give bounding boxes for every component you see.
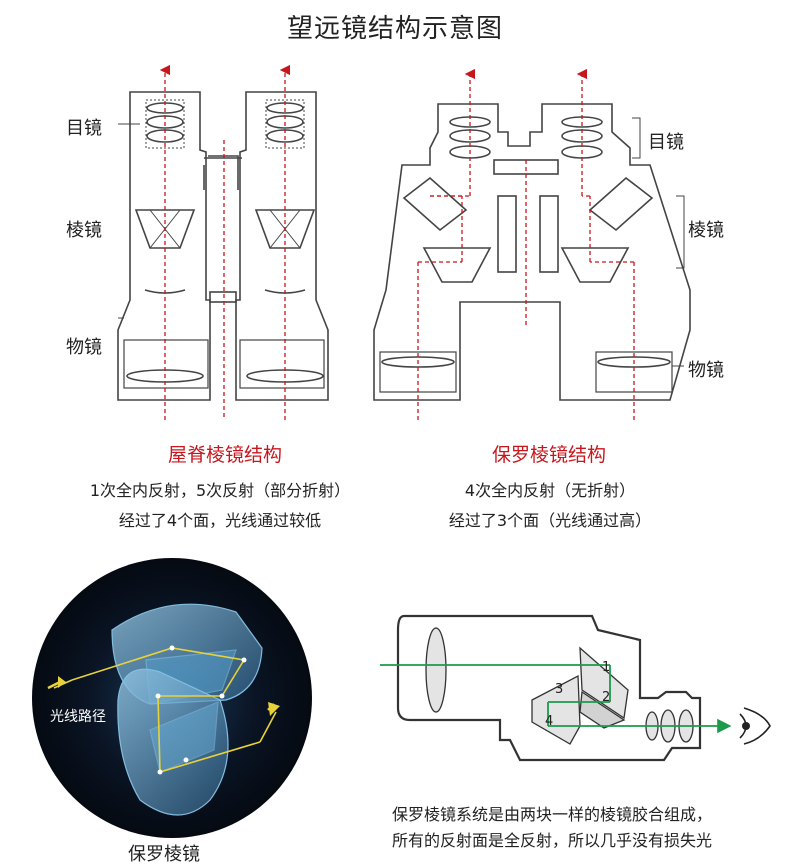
bottom-desc-line-2: 所有的反射面是全反射，所以几乎没有损失光 bbox=[392, 831, 713, 850]
roof-desc-line-1: 1次全内反射，5次反射（部分折射） bbox=[89, 481, 351, 500]
roof-objective-label: 物镜 bbox=[66, 337, 102, 358]
page-title: 望远镜结构示意图 bbox=[286, 14, 503, 44]
porro-caption: 保罗棱镜结构 bbox=[491, 444, 606, 466]
schematic-housing bbox=[396, 614, 702, 762]
porro-eyepiece-label: 目镜 bbox=[648, 132, 684, 153]
roof-desc-line-2: 经过了4个面，光线通过较低 bbox=[118, 511, 322, 530]
roof-caption: 屋脊棱镜结构 bbox=[167, 444, 282, 466]
roof-eyepiece-label: 目镜 bbox=[66, 118, 102, 139]
roof-right-barrel bbox=[235, 91, 329, 401]
porro-outline bbox=[373, 103, 691, 401]
bottom-desc-line-1: 保罗棱镜系统是由两块一样的棱镜胶合组成， bbox=[392, 805, 713, 824]
photo-light-path-label: 光线路径 bbox=[50, 709, 106, 725]
porro-desc-line-1: 4次全内反射（无折射） bbox=[464, 481, 636, 500]
porro-prism-label: 棱镜 bbox=[688, 220, 724, 241]
schematic-number-4: 4 bbox=[545, 714, 554, 729]
schematic-number-1: 1 bbox=[602, 660, 611, 675]
porro-desc-line-2: 经过了3个面（光线通过高） bbox=[448, 511, 652, 530]
schematic-number-3: 3 bbox=[555, 682, 564, 697]
schematic-number-2: 2 bbox=[602, 690, 611, 705]
roof-prism-label: 棱镜 bbox=[66, 220, 102, 241]
porro-objective-label: 物镜 bbox=[688, 360, 724, 381]
